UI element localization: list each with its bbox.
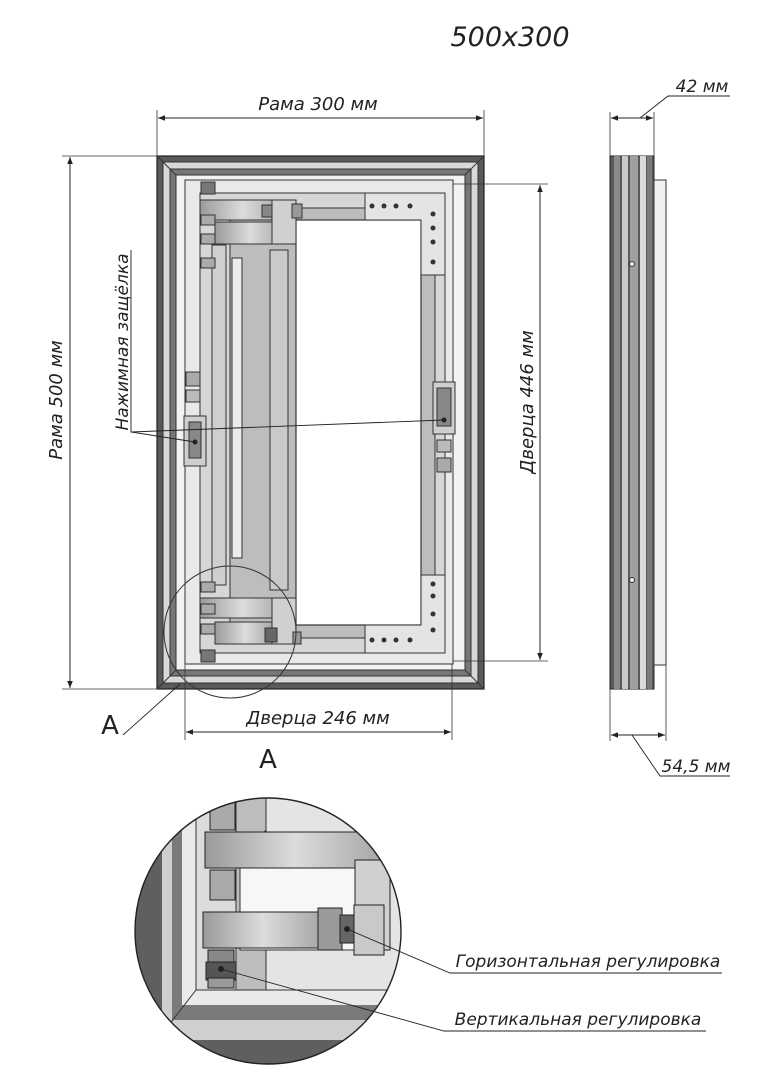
door-window (295, 219, 422, 626)
detail-a-marker: A (101, 711, 119, 741)
vertical-bar (269, 249, 289, 591)
depth-bottom-label: 54,5 мм (662, 757, 731, 777)
hinge-bottom (199, 581, 302, 663)
door-height-label: Дверца 446 мм (517, 330, 538, 474)
detail-a-leader (122, 683, 181, 736)
push-latch-label: Нажимная защёлка (113, 253, 133, 430)
detail-circle-marker (163, 565, 297, 699)
dim-frame-width (156, 110, 485, 156)
horizontal-adjust-callout (344, 926, 722, 974)
vertical-adjust-label: Вертикальная регулировка (455, 1010, 702, 1030)
frame-height-label: Рама 500 мм (46, 340, 67, 459)
side-door-profile (653, 179, 667, 666)
depth-top-label: 42 мм (676, 77, 729, 97)
dim-frame-height (62, 155, 157, 690)
corner-plate-bottom (364, 574, 446, 654)
dim-door-width (184, 664, 453, 740)
dim-door-height (453, 183, 548, 662)
detail-a-view (135, 798, 401, 1064)
drawing-title: 500x300 (450, 22, 569, 53)
detail-a-circle (134, 797, 402, 1065)
frame-miters (156, 155, 485, 690)
corner-plate-bottom-holes (369, 581, 436, 643)
push-latch-callout (130, 250, 447, 445)
push-latch-right (432, 381, 456, 473)
front-view (156, 155, 485, 699)
hinge-rail (211, 244, 227, 586)
horizontal-adjust-label: Горизонтальная регулировка (456, 952, 721, 972)
dim-depth-bottom (609, 665, 730, 777)
door-width-label: Дверца 246 мм (245, 708, 389, 729)
frame-width-label: Рама 300 мм (258, 94, 377, 115)
vertical-adjust-callout (218, 966, 706, 1032)
hinge-top (199, 181, 303, 269)
side-view (609, 155, 667, 690)
dim-depth-top (609, 95, 730, 156)
detail-title: A (259, 745, 277, 775)
corner-plate-top (364, 192, 446, 276)
corner-plate-top-holes (369, 203, 436, 265)
